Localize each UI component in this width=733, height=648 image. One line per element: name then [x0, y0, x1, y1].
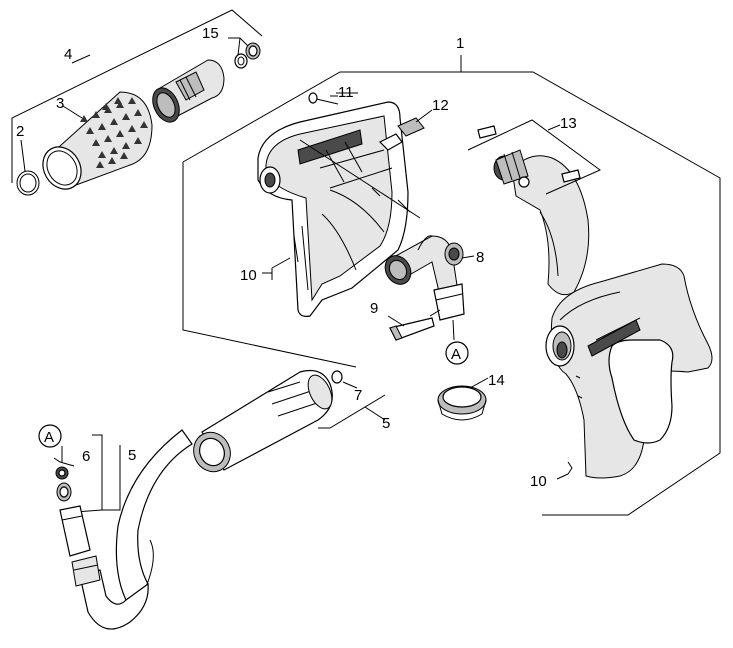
label-5-right: 5 [382, 415, 390, 432]
label-5-left: 5 [128, 447, 136, 464]
part-2-clamp-ring [16, 139, 40, 196]
part-7-o-ring [331, 370, 358, 389]
marker-a-upper-label: A [451, 346, 461, 363]
part-labels: 1 2 3 4 5 5 6 7 8 9 10 10 11 12 13 14 15 [16, 25, 577, 490]
part-8-elbow-fitting [384, 235, 475, 341]
assembly-outline-4 [11, 9, 263, 183]
label-7: 7 [354, 387, 362, 404]
label-12: 12 [432, 97, 449, 114]
assembly-outline-1 [182, 55, 721, 516]
part-13-trigger-insert [467, 119, 601, 296]
label-4: 4 [64, 46, 72, 63]
label-2: 2 [16, 123, 24, 140]
part-12-trigger-lock [378, 109, 433, 151]
label-10-right: 10 [530, 473, 547, 490]
part-3-perforated-cover [42, 91, 153, 190]
label-10-left: 10 [240, 267, 257, 284]
label-6: 6 [82, 448, 90, 465]
handle-half-shell [257, 101, 421, 317]
part-14-collar [437, 377, 489, 421]
part-11-screw [308, 92, 339, 105]
part-9-pin [387, 309, 441, 341]
label-9: 9 [370, 300, 378, 317]
perforation-pattern [80, 97, 148, 168]
marker-a-lower-label: A [44, 429, 54, 446]
callout-leaders [262, 92, 569, 480]
part-10-outer-housing [545, 263, 713, 479]
label-15: 15 [202, 25, 219, 42]
label-13: 13 [560, 115, 577, 132]
part-15-nozzle-connector [152, 37, 261, 123]
assembly-outline-5-right [318, 394, 386, 429]
assembly-outline-5-left [74, 434, 121, 513]
label-3: 3 [56, 95, 64, 112]
label-1: 1 [456, 35, 464, 52]
part-5-hose-assembly [53, 369, 333, 630]
connection-marker-a-lower: A [38, 424, 62, 448]
connection-marker-a-upper: A [445, 341, 469, 365]
label-14: 14 [488, 372, 505, 389]
label-11: 11 [338, 84, 354, 101]
label-8: 8 [476, 249, 484, 266]
